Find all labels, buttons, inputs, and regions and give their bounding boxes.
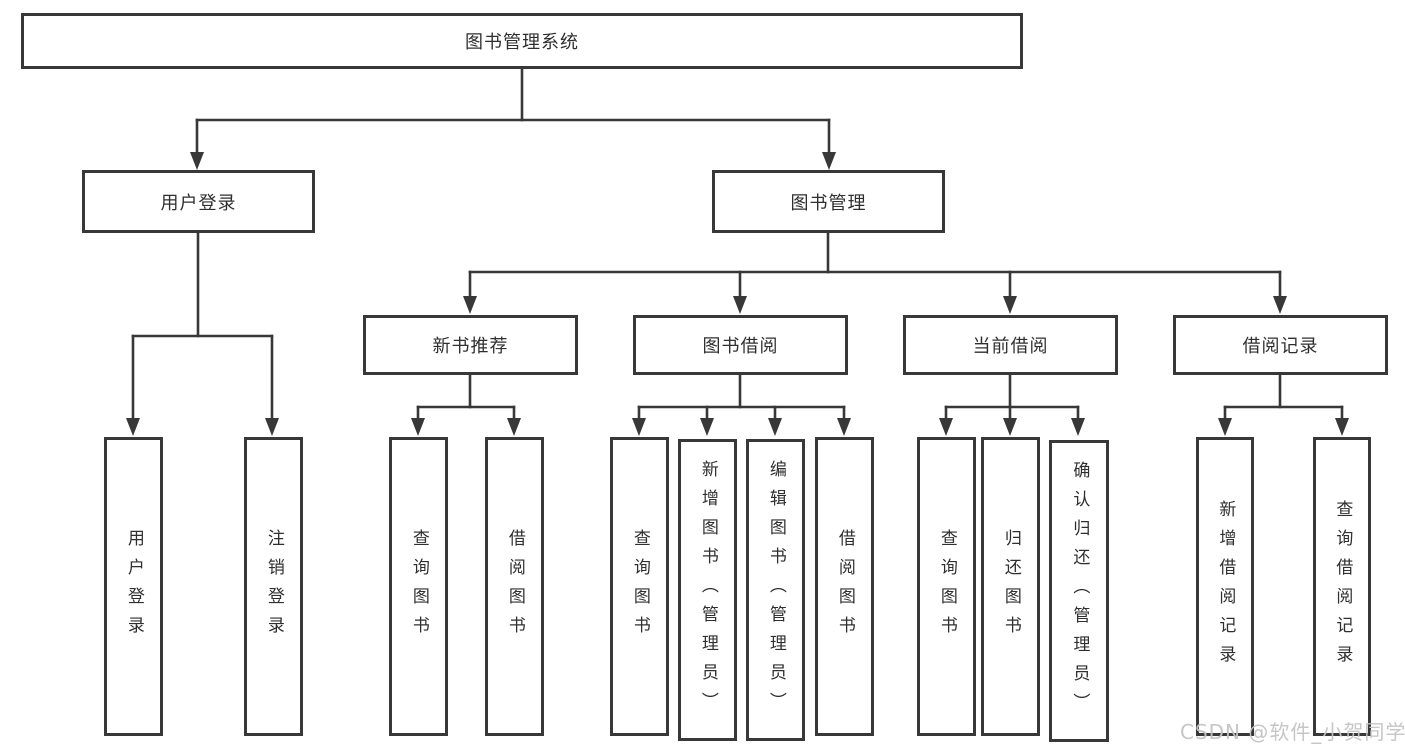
leaf-label: 注销登录 [263,528,284,645]
leaf-logout: 注销登录 [244,437,303,736]
leaf-return-book: 归还图书 [981,437,1040,736]
leaf-borrow-books-recommend: 借阅图书 [485,437,544,736]
node-book-borrowing: 图书借阅 [633,315,848,375]
leaf-label: 借阅图书 [504,528,525,645]
leaf-borrow-books: 借阅图书 [815,437,874,736]
leaf-label: 查询图书 [408,528,429,645]
leaf-label: 查询借阅记录 [1332,499,1353,674]
leaf-label: 查询图书 [936,528,957,645]
leaf-label: 借阅图书 [834,528,855,645]
node-new-book-recommend: 新书推荐 [363,315,578,375]
node-borrow-records: 借阅记录 [1173,315,1388,375]
node-book-management: 图书管理 [712,170,945,233]
leaf-add-borrow-record: 新增借阅记录 [1196,437,1254,736]
leaf-label: 确认归还（管理员） [1069,460,1090,722]
node-user-login: 用户登录 [82,170,315,233]
leaf-query-borrow-record: 查询借阅记录 [1313,437,1371,736]
leaf-label: 归还图书 [1000,528,1021,645]
node-library-system: 图书管理系统 [21,13,1023,69]
csdn-watermark: CSDN @软件_小贺同学 [1180,720,1405,744]
leaf-confirm-return-admin: 确认归还（管理员） [1049,440,1109,742]
leaf-user-login: 用户登录 [104,437,163,736]
leaf-add-book-admin: 新增图书（管理员） [678,439,737,741]
leaf-label: 用户登录 [123,528,144,645]
leaf-label: 新增图书（管理员） [697,459,718,721]
node-current-borrowing: 当前借阅 [903,315,1118,375]
leaf-label: 查询图书 [629,528,650,645]
leaf-query-books-recommend: 查询图书 [389,437,448,736]
leaf-query-books-borrow: 查询图书 [610,437,669,736]
leaf-label: 编辑图书（管理员） [765,459,786,721]
leaf-label: 新增借阅记录 [1215,499,1236,674]
leaf-query-books-current: 查询图书 [917,437,976,736]
leaf-edit-book-admin: 编辑图书（管理员） [746,439,805,741]
